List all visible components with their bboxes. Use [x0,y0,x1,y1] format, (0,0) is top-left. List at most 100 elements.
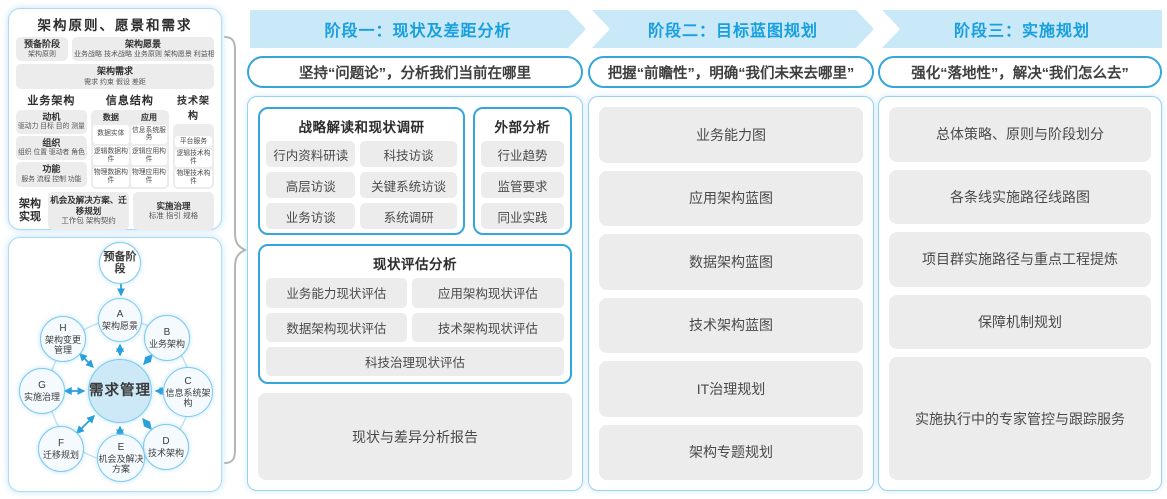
application-subtitle: 应用 [140,112,157,122]
architecture-vision-box: 架构愿景 业务战略 技术战略 业务原则 架构愿景 利益相关者 [72,37,214,62]
adm-node-c: C 信息系统架构 [163,367,213,417]
architecture-requirements-box: 架构需求 需求 约束 假设 差距 [16,64,214,89]
assessment-grid: 业务能力现状评估 应用架构现状评估 数据架构现状评估 技术架构现状评估 [266,278,564,342]
phase1-subtitle: 坚持“问题论”，分析我们当前在哪里 [299,65,531,82]
adm-node-f: F 迁移规划 [38,426,84,472]
research-item: 系统调研 [360,203,457,229]
opportunities-migration-box: 机会及解决方案、迁移规划 工作包 架构契约 [48,191,129,230]
research-item: 科技访谈 [360,141,457,167]
adm-node-d-label: 技术架构 [147,447,184,458]
data-entity-box: 数据实体 [92,124,129,145]
research-item: 高层访谈 [266,172,356,198]
assessment-item: 应用架构现状评估 [411,278,564,308]
external-analysis-stack: 行业趋势 监管要求 同业实践 [480,141,564,229]
motivation-title: 动机 [42,111,61,122]
technical-architecture-container: 平台服务 逻辑技术构件 物理技术构件 [172,123,214,189]
phase3-item: 各条线实施路径线路图 [889,169,1151,225]
prep-stage-sub: 架构原则 [28,51,56,59]
info-system-service-box: 信息系统服务 [130,124,167,145]
phase2-item: IT治理规划 [599,361,863,417]
adm-prep-circle: 预备阶段 [99,242,141,284]
strategy-research-box: 战略解读和现状调研 行内资料研读 科技访谈 高层访谈 关键系统访谈 业务访谈 系… [258,107,465,235]
logical-tech-box: 逻辑技术构件 [174,149,212,168]
assessment-title: 现状评估分析 [373,257,457,272]
motivation-box: 动机 驱动力 目标 目的 测量 [16,109,87,135]
adm-node-e-label: 机会及解决方案 [98,453,144,474]
phase1-top-row: 战略解读和现状调研 行内资料研读 科技访谈 高层访谈 关键系统访谈 业务访谈 系… [258,107,572,235]
phase3-subtitle-box: 强化“落地性”，解决“我们怎么去” [878,56,1162,88]
logical-data-box: 逻辑数据构件 [92,146,129,166]
assessment-box: 现状评估分析 业务能力现状评估 应用架构现状评估 数据架构现状评估 技术架构现状… [258,244,572,384]
phase3-item: 保障机制规划 [889,294,1151,350]
adm-node-h-label: 架构变更管理 [44,334,81,355]
phase1-subtitle-box: 坚持“问题论”，分析我们当前在哪里 [247,56,583,88]
phase2-content-panel: 业务能力图 应用架构蓝图 数据架构蓝图 技术架构蓝图 IT治理规划 架构专题规划 [588,96,874,491]
function-title: 功能 [42,164,61,175]
research-item: 行内资料研读 [266,141,356,167]
phase1-content-panel: 战略解读和现状调研 行内资料研读 科技访谈 高层访谈 关键系统访谈 业务访谈 系… [247,96,583,491]
requirements-sub: 需求 约束 假设 差距 [84,78,146,86]
research-item: 业务访谈 [266,203,356,229]
phase2-item: 数据架构蓝图 [599,234,863,290]
adm-node-d-id: D [162,436,170,448]
phase2-item: 架构专题规划 [599,424,863,480]
adm-node-b-id: B [163,327,171,339]
phase3-item: 项目群实施路径与重点工程提炼 [889,232,1151,287]
information-structure-container: 数据 数据实体 逻辑数据构件 物理数据构件 应用 信息系统服务 逻辑应用构件 物… [90,109,169,189]
adm-node-h-id: H [59,323,67,335]
business-architecture-column: 业务架构 动机 驱动力 目标 目的 测量 组织 组织 位置 驱动者 角色 功能 … [16,92,87,189]
phase2-item: 业务能力图 [599,107,863,163]
assessment-item: 数据架构现状评估 [266,312,407,342]
platform-service-box: 平台服务 [174,135,212,148]
phase2-item: 应用架构蓝图 [599,170,863,226]
adm-node-e-id: E [117,442,125,454]
phase1-header-band: 阶段一：现状及差距分析 [250,10,586,48]
phase1-header: 阶段一：现状及差距分析 [324,23,512,40]
adm-node-g: G 实施治理 [19,368,65,414]
adm-node-a-id: A [116,309,124,321]
adm-center-circle: 需求管理 [88,359,152,423]
brace-connector [224,36,248,464]
center-b-arrow [143,353,153,366]
architecture-realization-row: 架构实现 机会及解决方案、迁移规划 工作包 架构契约 实施治理 标准 指引 规格 [16,191,214,230]
information-structure-title: 信息结构 [105,94,154,107]
physical-tech-box: 物理技术构件 [174,169,212,187]
external-item: 同业实践 [480,203,564,229]
information-structure-column: 信息结构 数据 数据实体 逻辑数据构件 物理数据构件 应用 信息系统服务 逻辑应… [90,92,169,189]
research-item: 关键系统访谈 [360,172,457,198]
prep-stage-title: 预备阶段 [23,39,60,49]
physical-data-box: 物理数据构件 [92,167,129,187]
realization-label: 架构实现 [19,197,41,223]
adm-node-a: A 架构愿景 [98,298,142,342]
governance-sub: 标准 指引 规格 [148,211,199,221]
vision-sub: 业务战略 技术战略 业务原则 架构愿景 利益相关者 [74,51,214,59]
function-sub: 服务 流程 控制 功能 [21,175,82,183]
phase3-subtitle: 强化“落地性”，解决“我们怎么去” [911,65,1129,82]
business-architecture-title: 业务架构 [27,94,76,107]
gap-report-box: 现状与差异分析报告 [258,393,572,480]
organization-box: 组织 组织 位置 驱动者 角色 [16,136,87,161]
phase2-header-band: 阶段二：目标蓝图规划 [592,10,874,48]
adm-node-h: H 架构变更管理 [40,316,86,362]
strategy-research-grid: 行内资料研读 科技访谈 高层访谈 关键系统访谈 业务访谈 系统调研 [266,141,457,229]
logical-app-box: 逻辑应用构件 [130,146,167,166]
external-item: 行业趋势 [480,141,564,167]
architecture-domains-row: 业务架构 动机 驱动力 目标 目的 测量 组织 组织 位置 驱动者 角色 功能 … [16,92,214,189]
center-h-arrow [79,353,94,368]
adm-node-b: B 业务架构 [144,315,190,361]
adm-node-g-label: 实施治理 [23,391,60,402]
phase3-header: 阶段三：实施规划 [953,23,1090,40]
external-analysis-box: 外部分析 行业趋势 监管要求 同业实践 [472,107,572,235]
opportunities-sub: 工作包 架构契约 [61,216,116,226]
opportunities-title: 机会及解决方案、迁移规划 [50,195,127,216]
adm-node-f-id: F [57,438,65,450]
phase3-item: 总体策略、原则与阶段划分 [889,107,1151,162]
adm-node-g-id: G [38,380,46,392]
organization-title: 组织 [42,138,61,149]
adm-node-f-label: 迁移规划 [42,449,79,460]
phase3-item: 实施执行中的专家管控与跟踪服务 [889,357,1151,481]
adm-node-d: D 技术架构 [143,424,189,470]
phase3-header-band: 阶段三：实施规划 [882,10,1162,48]
assessment-item: 科技治理现状评估 [266,347,564,376]
